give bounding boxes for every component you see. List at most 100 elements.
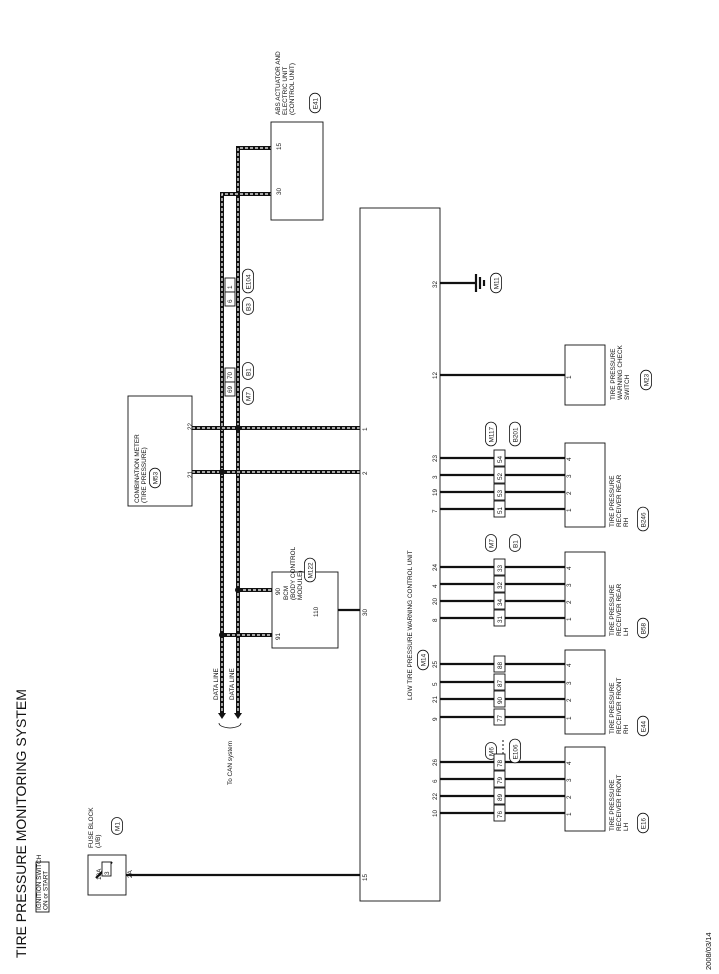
- check-switch-label-line: WARNING CHECK: [617, 344, 624, 400]
- bcm-label-line: BCM: [283, 586, 290, 600]
- receiver-b58-unit-pin: 24: [432, 563, 439, 571]
- receiver-b246-joint-pin: 54: [497, 455, 504, 463]
- receiver-b58-joint-cell: [493, 609, 506, 627]
- fuse-element: [101, 861, 112, 877]
- receiver-b246-unit-pin: 3: [432, 475, 439, 479]
- splice-dot: [235, 587, 241, 593]
- receiver-b58-rx-pin: 1: [566, 617, 573, 621]
- diagram-date: 2008/03/14: [704, 932, 713, 970]
- check-switch-pin: 1: [566, 375, 573, 379]
- fuse-connector-pill: M1: [111, 817, 123, 835]
- receiver-e44-joint-pill-b-outline: [509, 738, 521, 764]
- receiver-b58-joint-pin: 32: [497, 581, 504, 589]
- check-switch-box: [564, 344, 606, 406]
- receiver-e44-label-line: RH: [623, 724, 630, 734]
- bcm-connector-pill-text: M122: [307, 562, 314, 578]
- receiver-b58-unit-pin: 4: [432, 584, 439, 588]
- receiver-e16-unit-pin: 6: [432, 779, 439, 783]
- receiver-b58-rx-pin: 4: [566, 566, 573, 570]
- receiver-e44-rx-pin: 4: [566, 663, 573, 667]
- control-unit-connector-pill-outline: [417, 649, 429, 671]
- receiver-b246-joint-pill-a-text: M117: [488, 426, 495, 442]
- receiver-e44-joint-cell: [493, 690, 506, 708]
- receiver-b58-joint-cell: [493, 558, 506, 576]
- ground-pin: 32: [432, 280, 439, 288]
- receiver-e16-unit-pin: 26: [432, 758, 439, 766]
- can-bracket: [218, 722, 242, 729]
- receiver-e44-connector-pill-outline: [637, 715, 649, 737]
- ground-connector-pill: M11: [490, 272, 502, 294]
- receiver-e44-unit-pin: 21: [432, 695, 439, 703]
- check-switch-unit-pin: 12: [432, 371, 439, 379]
- receiver-b58-joint-pill-b: B1: [509, 534, 521, 552]
- receiver-b246-label-line: RH: [623, 517, 630, 527]
- receiver-b58-joint-pill-b-outline: [509, 534, 521, 552]
- combination-meter-label-line: (TIRE PRESSURE): [141, 447, 148, 503]
- joint-m7-pin: 70: [227, 371, 234, 379]
- abs-connector-pill-text: E41: [312, 97, 319, 109]
- receiver-b246-joint-pill-a-outline: [485, 421, 497, 447]
- data-line-label: DATA LINE: [213, 668, 220, 700]
- joint-b3-pill-b-outline: [242, 268, 254, 294]
- receiver-b246-label-line: RECEIVER REAR: [616, 474, 623, 527]
- receiver-e44-joint-pin: 87: [497, 679, 504, 687]
- abs-unit-label-line: (CONTROL UNIT): [289, 63, 296, 115]
- unit-pin-30: 30: [362, 608, 369, 616]
- receiver-b246-joint-pin: 53: [497, 489, 504, 497]
- check-switch-connector-pill-outline: [640, 369, 652, 391]
- receiver-b58-joint-pin: 33: [497, 564, 504, 572]
- receiver-e16-rx-pin: 2: [566, 795, 573, 799]
- bcm-pin-110: 110: [313, 606, 320, 617]
- check-switch-connector-pill: M23: [640, 369, 652, 391]
- receiver-e44-joint-cell: [493, 655, 506, 673]
- receiver-e44-connector-pill: E44: [637, 715, 649, 737]
- receiver-e44-joint-cell: [493, 708, 506, 726]
- receiver-b58-connector-pill-text: B58: [640, 622, 647, 634]
- receiver-e16-joint-pin: 89: [497, 793, 504, 801]
- abs-unit-label-line: ELECTRIC UNIT: [282, 67, 289, 115]
- combination-meter-label-line: COMBINATION METER: [134, 434, 141, 503]
- receiver-e16-rx-pin: 1: [566, 812, 573, 816]
- fuse-number: 3: [104, 871, 111, 875]
- receiver-e44-rx-pin: 2: [566, 698, 573, 702]
- receiver-b246-unit-pin: 7: [432, 509, 439, 513]
- control-unit-connector-pill-text: M14: [420, 653, 427, 666]
- abs-connector-pill: E41: [309, 92, 321, 114]
- bcm-connector-pill-outline: [304, 557, 316, 583]
- can-low-line-inner: [221, 193, 323, 715]
- receiver-b58-joint-pill-a-text: M7: [488, 539, 495, 548]
- receiver-b58-joint-pill-a-outline: [485, 534, 497, 552]
- ignition-switch-label-line: ON or START: [43, 871, 50, 910]
- fuse-block-label-line: (J/B): [95, 835, 102, 849]
- receiver-b246-connector-pill-outline: [637, 506, 649, 532]
- fuse-connector-pill-text: M1: [114, 822, 121, 831]
- receiver-b58-rx-pin: 3: [566, 583, 573, 587]
- receiver-e44-rx-pin: 1: [566, 716, 573, 720]
- joint-m7-pill-a-outline: [242, 387, 254, 405]
- joint-m7-pill-a: M7: [242, 387, 254, 405]
- combination-meter-connector-pill: M53: [149, 467, 161, 489]
- receiver-e44-rx-pin: 3: [566, 681, 573, 685]
- ground-connector-pill-outline: [490, 272, 502, 294]
- fuse-rating: 10A: [96, 868, 103, 880]
- receiver-b246-connector-pill-text: B246: [640, 512, 647, 527]
- meter-pin-b: 21: [187, 470, 194, 478]
- check-switch-label-line: TIRE PRESSURE: [610, 349, 617, 401]
- bcm-label-line: (BODY CONTROL: [290, 546, 297, 600]
- joint-b3-pill-b-text: E104: [245, 274, 252, 289]
- data-line-label: DATA LINE: [229, 668, 236, 700]
- receiver-e44-joint-pill-b: E106: [509, 738, 521, 764]
- receiver-e16-label-line: RECEIVER FRONT: [616, 774, 623, 831]
- receiver-e16-joint-cell: [493, 770, 506, 788]
- receiver-e16-rx-pin: 4: [566, 761, 573, 765]
- receiver-b58-joint-pin: 31: [497, 615, 504, 623]
- receiver-b246-joint-pin: 52: [497, 472, 504, 480]
- page-title: TIRE PRESSURE MONITORING SYSTEM: [13, 689, 29, 958]
- bcm-label-line: MODULE): [297, 571, 304, 600]
- splice-dot: [219, 632, 225, 638]
- can-system-label: To CAN system: [227, 741, 234, 785]
- receiver-e16-rx-pin: 3: [566, 778, 573, 782]
- unit-pin-2: 2: [362, 471, 369, 475]
- fuse-connector-pill-outline: [111, 817, 123, 835]
